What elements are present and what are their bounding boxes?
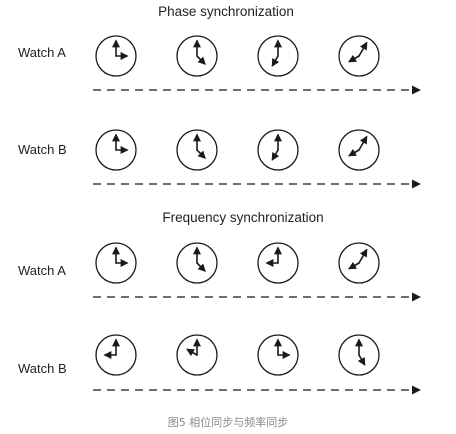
hour-hand bbox=[186, 348, 198, 357]
minute-hand bbox=[358, 248, 368, 264]
clock-icon bbox=[95, 35, 137, 77]
section-frequency: Frequency synchronization Watch A Watch … bbox=[18, 210, 421, 395]
section-phase: Phase synchronization Watch A Watch B bbox=[18, 4, 421, 189]
clock-icon bbox=[257, 35, 299, 77]
clock-icon bbox=[257, 334, 299, 376]
clock-icon bbox=[95, 242, 137, 284]
clock-icon bbox=[95, 334, 137, 376]
watch-label: Watch A bbox=[18, 263, 66, 278]
section-title: Frequency synchronization bbox=[162, 210, 323, 225]
minute-hand bbox=[358, 135, 368, 151]
hour-hand bbox=[348, 54, 360, 63]
hour-hand bbox=[271, 149, 280, 161]
hour-hand bbox=[196, 55, 206, 65]
watch-row: Watch B bbox=[18, 334, 421, 395]
clock-icon bbox=[338, 35, 380, 77]
minute-hand bbox=[358, 41, 368, 57]
watch-row: Watch A bbox=[18, 242, 421, 302]
watch-row: Watch A bbox=[18, 35, 421, 95]
clock-icon bbox=[176, 35, 218, 77]
clock-icon bbox=[176, 129, 218, 171]
section-title: Phase synchronization bbox=[158, 4, 294, 19]
watch-label: Watch B bbox=[18, 361, 67, 376]
hour-hand bbox=[348, 261, 360, 270]
clock-icon bbox=[95, 129, 137, 171]
hour-hand bbox=[271, 55, 280, 67]
watch-row: Watch B bbox=[18, 129, 421, 189]
clock-icon bbox=[257, 129, 299, 171]
clock-icon bbox=[338, 242, 380, 284]
figure-caption: 图5 相位同步与频率同步 bbox=[168, 415, 289, 429]
hour-hand bbox=[348, 148, 360, 157]
clock-icon bbox=[257, 242, 299, 284]
hour-hand bbox=[196, 262, 206, 272]
watch-label: Watch A bbox=[18, 45, 66, 60]
clock-icon bbox=[176, 242, 218, 284]
clock-icon bbox=[338, 129, 380, 171]
watch-label: Watch B bbox=[18, 142, 67, 157]
clock-icon bbox=[176, 334, 218, 376]
hour-hand bbox=[196, 149, 206, 159]
hour-hand bbox=[357, 354, 366, 366]
clock-icon bbox=[338, 334, 380, 376]
